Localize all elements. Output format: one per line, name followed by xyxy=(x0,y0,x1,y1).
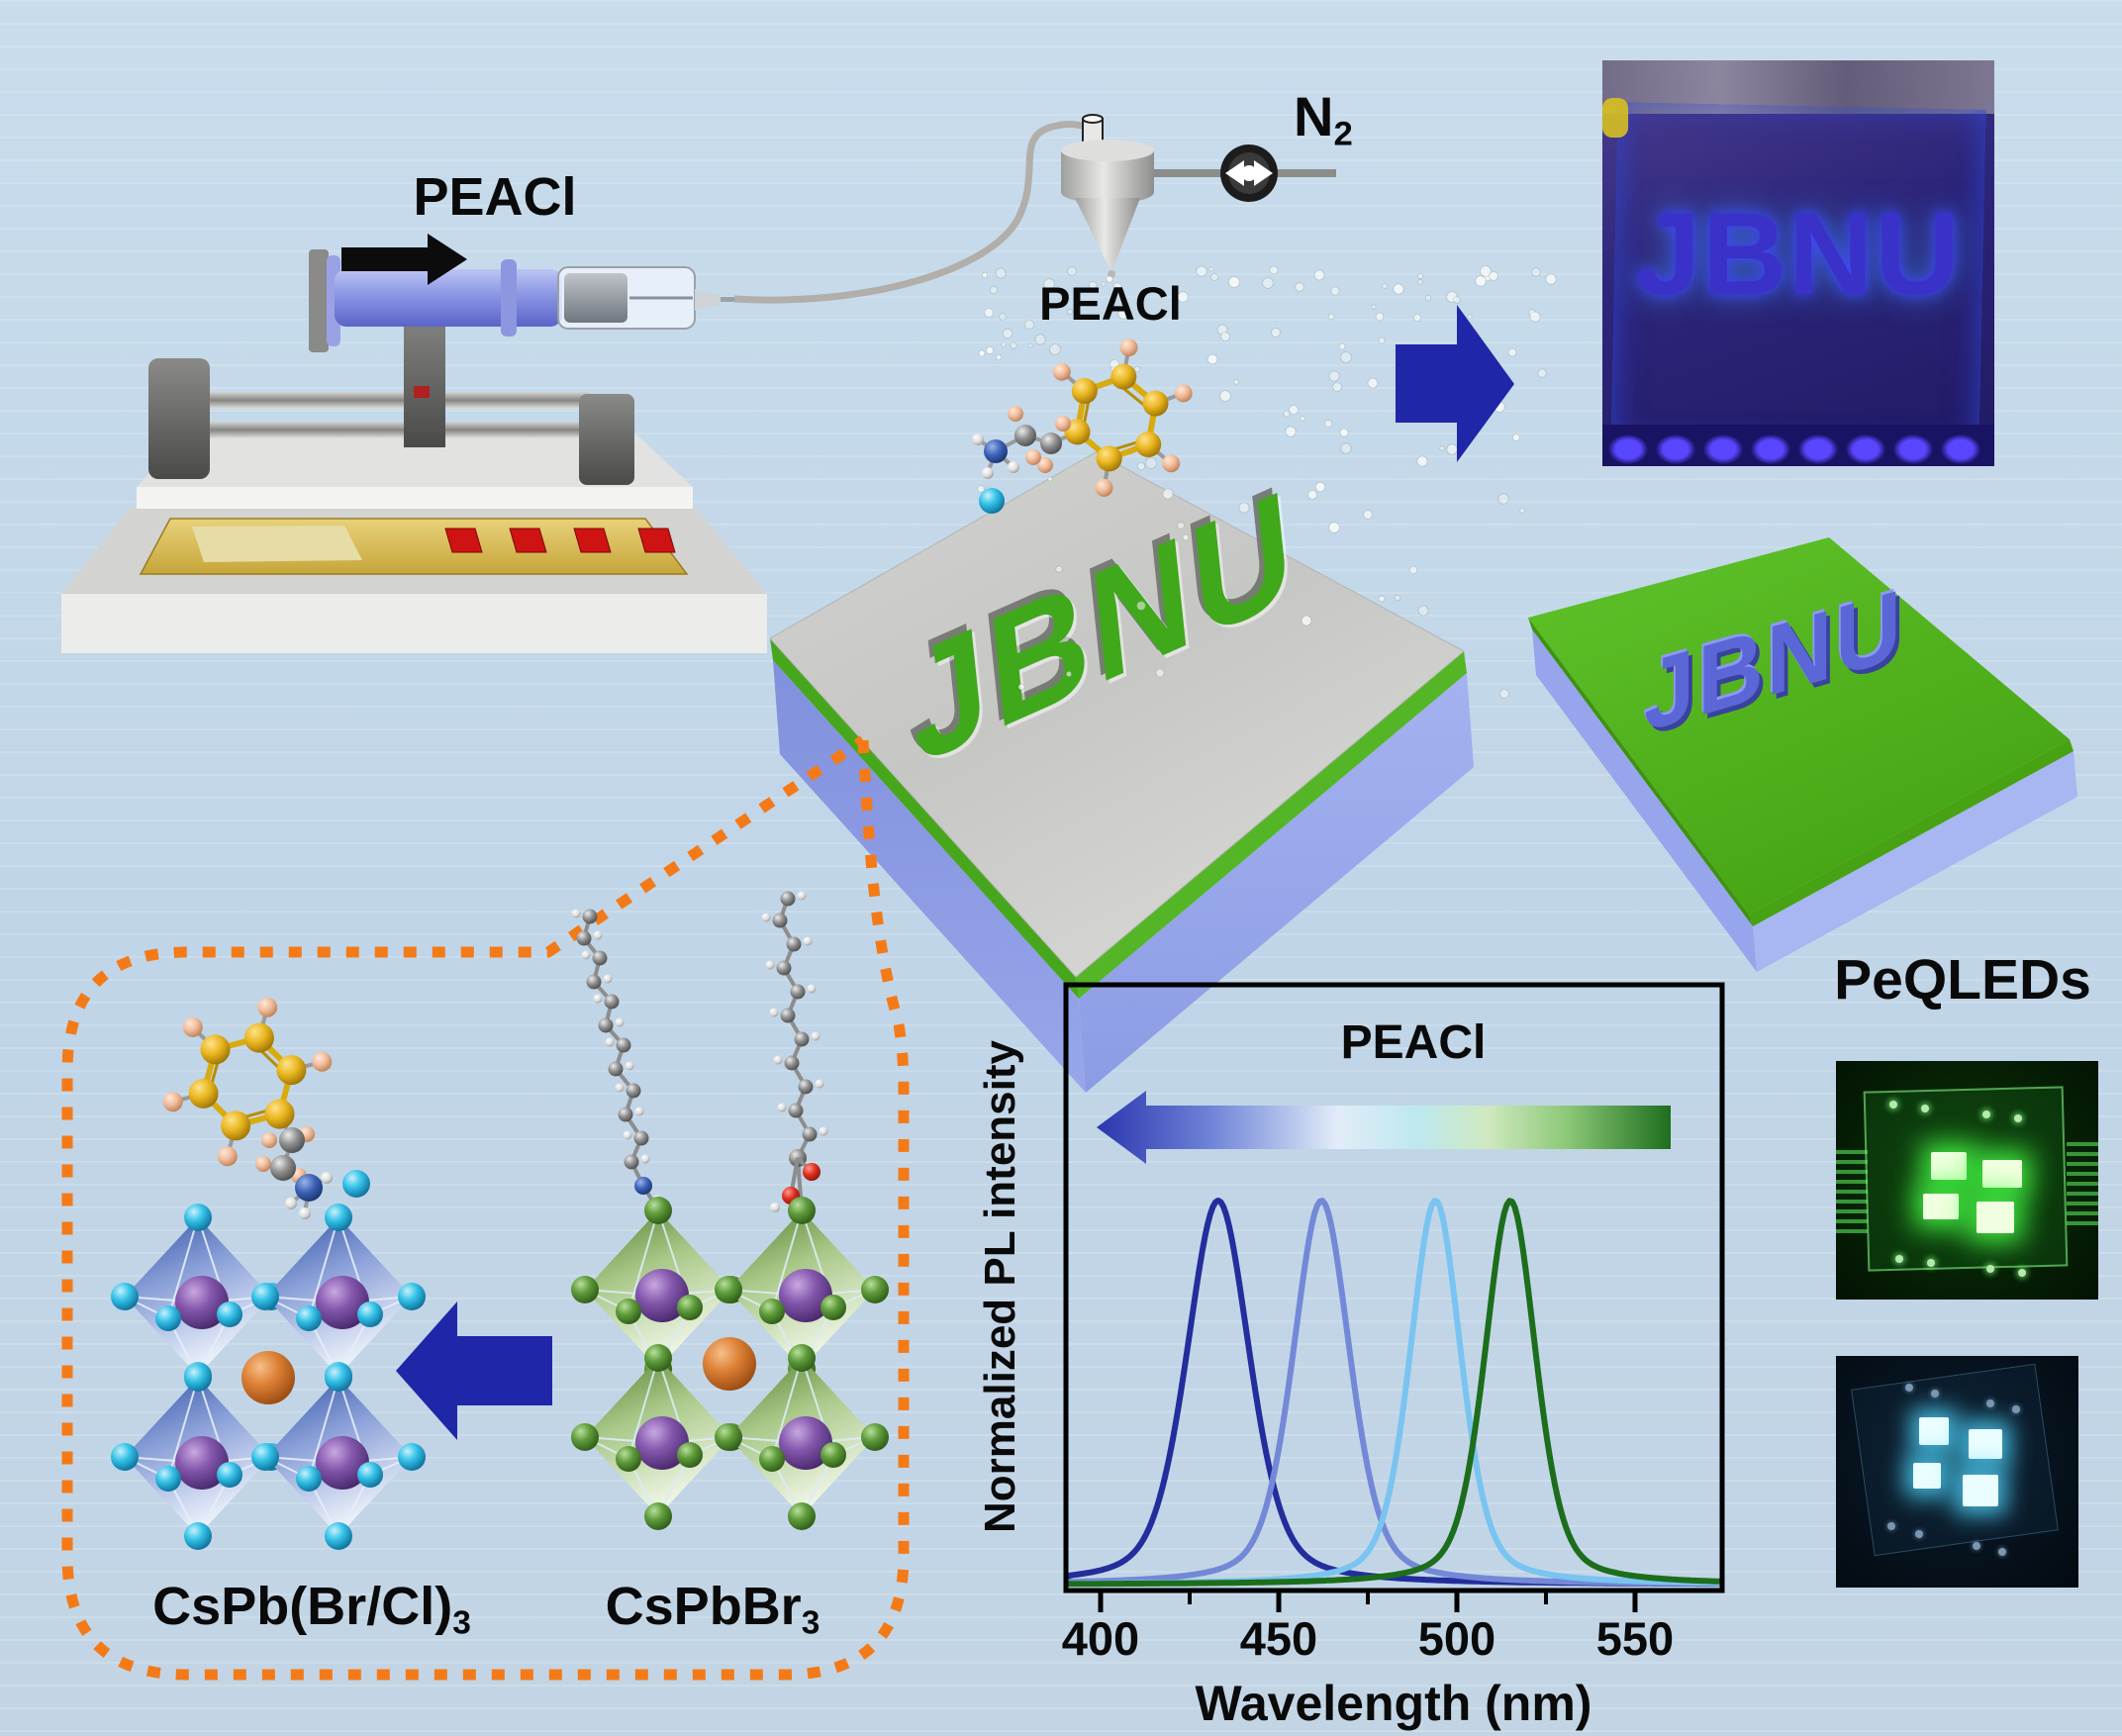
green-led-pixel xyxy=(1923,1194,1959,1219)
formula-base: CsPbBr xyxy=(605,1577,802,1636)
devices-title: PeQLEDs xyxy=(1834,948,2091,1012)
syringe-pump xyxy=(61,249,767,653)
pump-buttons[interactable] xyxy=(444,528,676,553)
x-axis-label: Wavelength (nm) xyxy=(1195,1676,1592,1731)
x-tick-label: 500 xyxy=(1417,1612,1496,1665)
lab-bench-background xyxy=(1602,60,1994,114)
green-led-pixel xyxy=(1977,1202,2014,1233)
pump-rail xyxy=(203,392,589,409)
cspbbrcl3-crystal xyxy=(110,1203,427,1551)
photo-detail xyxy=(2067,1140,2098,1225)
cyan-peqled-photo xyxy=(1836,1356,2078,1588)
flow-arrow-icon xyxy=(341,234,467,285)
pl-curve-navy_peak xyxy=(1064,1198,1721,1588)
process-arrow-right-icon xyxy=(1396,305,1514,462)
pump-display xyxy=(192,526,362,562)
green-led-pixel xyxy=(1982,1160,2022,1188)
photo-detail xyxy=(1836,1148,1868,1233)
peacl-gradient-arrow-icon xyxy=(1097,1091,1671,1164)
pl-curves xyxy=(1064,1198,1721,1588)
pl-spectrum-chart xyxy=(1063,982,1725,1612)
syringe xyxy=(309,249,734,352)
feed-tube xyxy=(733,121,1087,304)
pl-curve-sky_blue_peak xyxy=(1065,1198,1721,1587)
patterned-green-substrate: JBNU JBNU JBNU xyxy=(1528,537,2077,972)
cyan-led-pixel xyxy=(1969,1429,2002,1459)
peacl-molecule-spray xyxy=(972,338,1193,514)
cs-atom xyxy=(703,1337,756,1391)
formula-subscript: 3 xyxy=(801,1604,820,1642)
precursor-formula-label: CsPbBr3 xyxy=(584,1580,841,1640)
green-led-pixel xyxy=(1931,1152,1967,1180)
cspbbr3-crystal xyxy=(570,1196,890,1531)
n2-valve-icon xyxy=(1220,145,1278,202)
pump-solution-label: PEACl xyxy=(413,167,577,227)
chloride-ion xyxy=(342,1170,370,1198)
chart-title: PEACl xyxy=(1340,1016,1487,1069)
surface-ligand-chains xyxy=(571,891,828,1212)
green-peqled-photo xyxy=(1836,1061,2098,1300)
device-substrate xyxy=(1851,1363,2059,1557)
pump-rail xyxy=(203,422,589,438)
chloride-ion xyxy=(979,488,1005,514)
cyan-led-pixel xyxy=(1913,1463,1941,1489)
x-tick-label: 550 xyxy=(1595,1612,1675,1665)
nitrogen-gas-label: N2 xyxy=(1294,89,1393,153)
sprayed-substrate: JBNU JBNU JBNU xyxy=(769,448,1474,1093)
uv-film-text: JBNU xyxy=(1635,189,1962,320)
product-formula-label: CsPb(Br/Cl)3 xyxy=(129,1580,495,1640)
pl-curve-periwinkle_peak xyxy=(1065,1198,1721,1587)
x-tick-label: 450 xyxy=(1239,1612,1318,1665)
chart-frame xyxy=(1063,982,1725,1593)
formula-subscript: 3 xyxy=(452,1604,471,1642)
y-axis-label: Normalized PL intensity xyxy=(976,1040,1024,1533)
conversion-arrow-left-icon xyxy=(396,1302,552,1440)
cyan-led-pixel xyxy=(1919,1417,1949,1445)
uv-lamp-row xyxy=(1602,425,1994,466)
cyan-led-pixel xyxy=(1963,1475,1998,1506)
spray-solution-label: PEACl xyxy=(1039,277,1182,330)
pl-curve-green_peak xyxy=(1065,1198,1721,1588)
gas-subscript: 2 xyxy=(1333,115,1353,153)
x-axis-ticks xyxy=(1098,1591,1638,1612)
uv-film-photo: JBNU xyxy=(1602,60,1994,466)
callout-bubble-border xyxy=(61,735,910,1681)
formula-base: CsPb(Br/Cl) xyxy=(152,1577,453,1636)
spray-nozzle xyxy=(1061,114,1336,278)
x-tick-label: 400 xyxy=(1061,1612,1140,1665)
pea-molecule xyxy=(162,997,370,1219)
gas-symbol: N xyxy=(1294,85,1334,147)
cs-atom xyxy=(241,1351,295,1404)
photo-detail xyxy=(1602,98,1628,138)
